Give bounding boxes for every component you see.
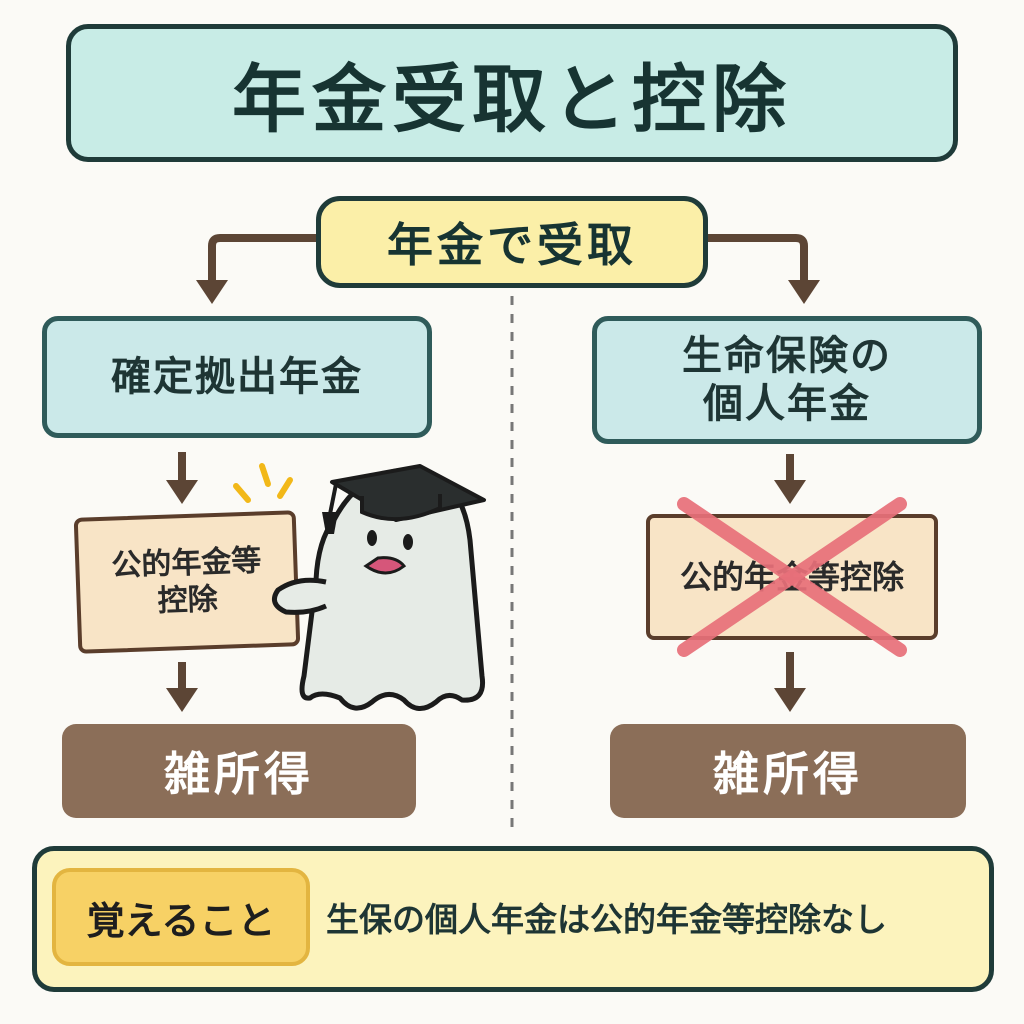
income-box-left: 雑所得: [62, 724, 416, 818]
arrowhead-right-2: [774, 688, 806, 712]
connector-root-right: [704, 234, 808, 286]
memo-text: 生保の個人年金は公的年金等控除なし: [326, 900, 887, 939]
connector-root-left: [208, 234, 320, 286]
arrowhead-right-1: [774, 480, 806, 504]
arrowhead-root-left: [196, 280, 228, 304]
pension-type-life-insurance: 生命保険の 個人年金: [592, 316, 982, 444]
root-node: 年金で受取: [316, 196, 708, 288]
memo-badge: 覚えること: [52, 868, 310, 966]
sparkle-icon: [233, 463, 293, 503]
arrowhead-left-2: [166, 688, 198, 712]
arrowhead-left-1: [166, 480, 198, 504]
income-box-right: 雑所得: [610, 724, 966, 818]
pension-type-defined-contribution: 確定拠出年金: [42, 316, 432, 438]
arrowhead-root-right: [788, 280, 820, 304]
page-title: 年金受取と控除: [66, 24, 958, 162]
